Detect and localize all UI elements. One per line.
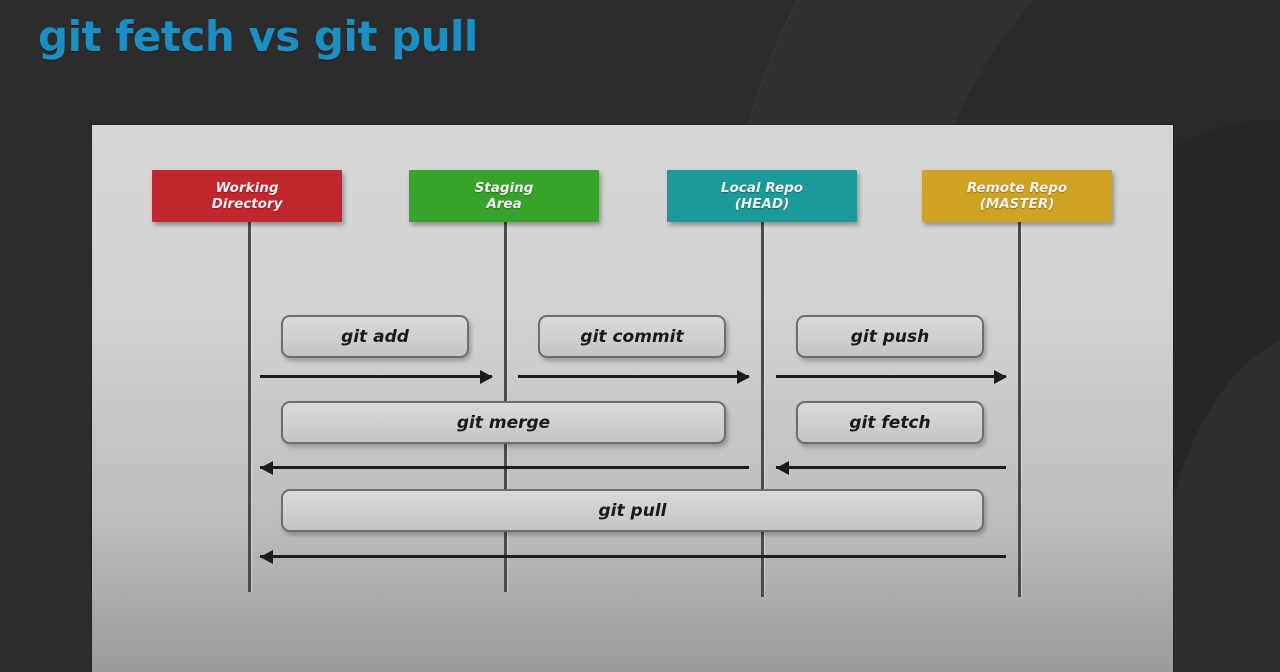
node-remote-repo[interactable]: Remote Repo(MASTER) (922, 170, 1112, 222)
node-label-line1: Remote Repo (966, 179, 1068, 196)
lifeline-working-directory (248, 222, 251, 592)
command-git-commit[interactable]: git commit (538, 315, 726, 358)
lifeline-remote-repo (1018, 222, 1021, 597)
arrow-head-git-commit (737, 369, 750, 384)
command-label: git add (341, 326, 409, 347)
node-label-line2: Area (486, 196, 522, 212)
slide-title: git fetch vs git pull (38, 12, 478, 61)
arrow-line-git-pull (260, 555, 1006, 558)
arrow-head-git-pull (260, 549, 273, 564)
arrow-line-git-merge (260, 466, 749, 469)
command-git-pull[interactable]: git pull (281, 489, 984, 532)
node-label-line1: Local Repo (720, 179, 804, 196)
arrow-head-git-add (480, 369, 493, 384)
arrow-line-git-commit (518, 375, 749, 378)
command-label: git commit (580, 326, 684, 347)
command-git-fetch[interactable]: git fetch (796, 401, 984, 444)
command-git-push[interactable]: git push (796, 315, 984, 358)
command-label: git merge (456, 412, 551, 433)
arrow-line-git-fetch (776, 466, 1006, 469)
arrow-line-git-push (776, 375, 1006, 378)
node-local-repo[interactable]: Local Repo(HEAD) (667, 170, 857, 222)
arrow-line-git-add (260, 375, 492, 378)
arrow-head-git-merge (260, 460, 273, 475)
node-label-line2: Directory (211, 196, 283, 212)
arrow-head-git-fetch (776, 460, 789, 475)
background-curve-4 (1160, 330, 1280, 672)
node-label-line1: Staging (474, 179, 534, 196)
command-label: git push (850, 326, 930, 347)
command-label: git pull (598, 500, 667, 521)
node-label-line2: (MASTER) (979, 196, 1055, 212)
command-label: git fetch (849, 412, 931, 433)
node-label-line1: Working (215, 179, 279, 196)
command-git-add[interactable]: git add (281, 315, 469, 358)
node-label-line2: (HEAD) (734, 196, 790, 212)
lifeline-local-repo (761, 222, 764, 597)
command-git-merge[interactable]: git merge (281, 401, 726, 444)
arrow-head-git-push (994, 369, 1007, 384)
